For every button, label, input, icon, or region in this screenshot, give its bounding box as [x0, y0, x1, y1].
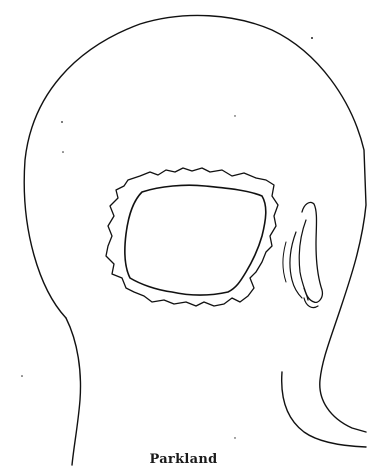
speck [21, 375, 23, 377]
ear-outline [302, 202, 322, 302]
speck [234, 437, 235, 438]
figure-caption: Parkland [0, 452, 367, 467]
speck [234, 115, 235, 116]
ear-inner-line-1 [299, 220, 308, 300]
neck-left-line [66, 318, 80, 465]
neck-right-line [282, 372, 366, 447]
ear-inner-line-3 [283, 242, 286, 282]
speck [311, 37, 313, 39]
burn-outer-boundary [106, 168, 278, 306]
head-outline [24, 15, 366, 432]
speck [62, 151, 64, 153]
speck [61, 121, 63, 123]
burn-inner-boundary [125, 185, 266, 295]
